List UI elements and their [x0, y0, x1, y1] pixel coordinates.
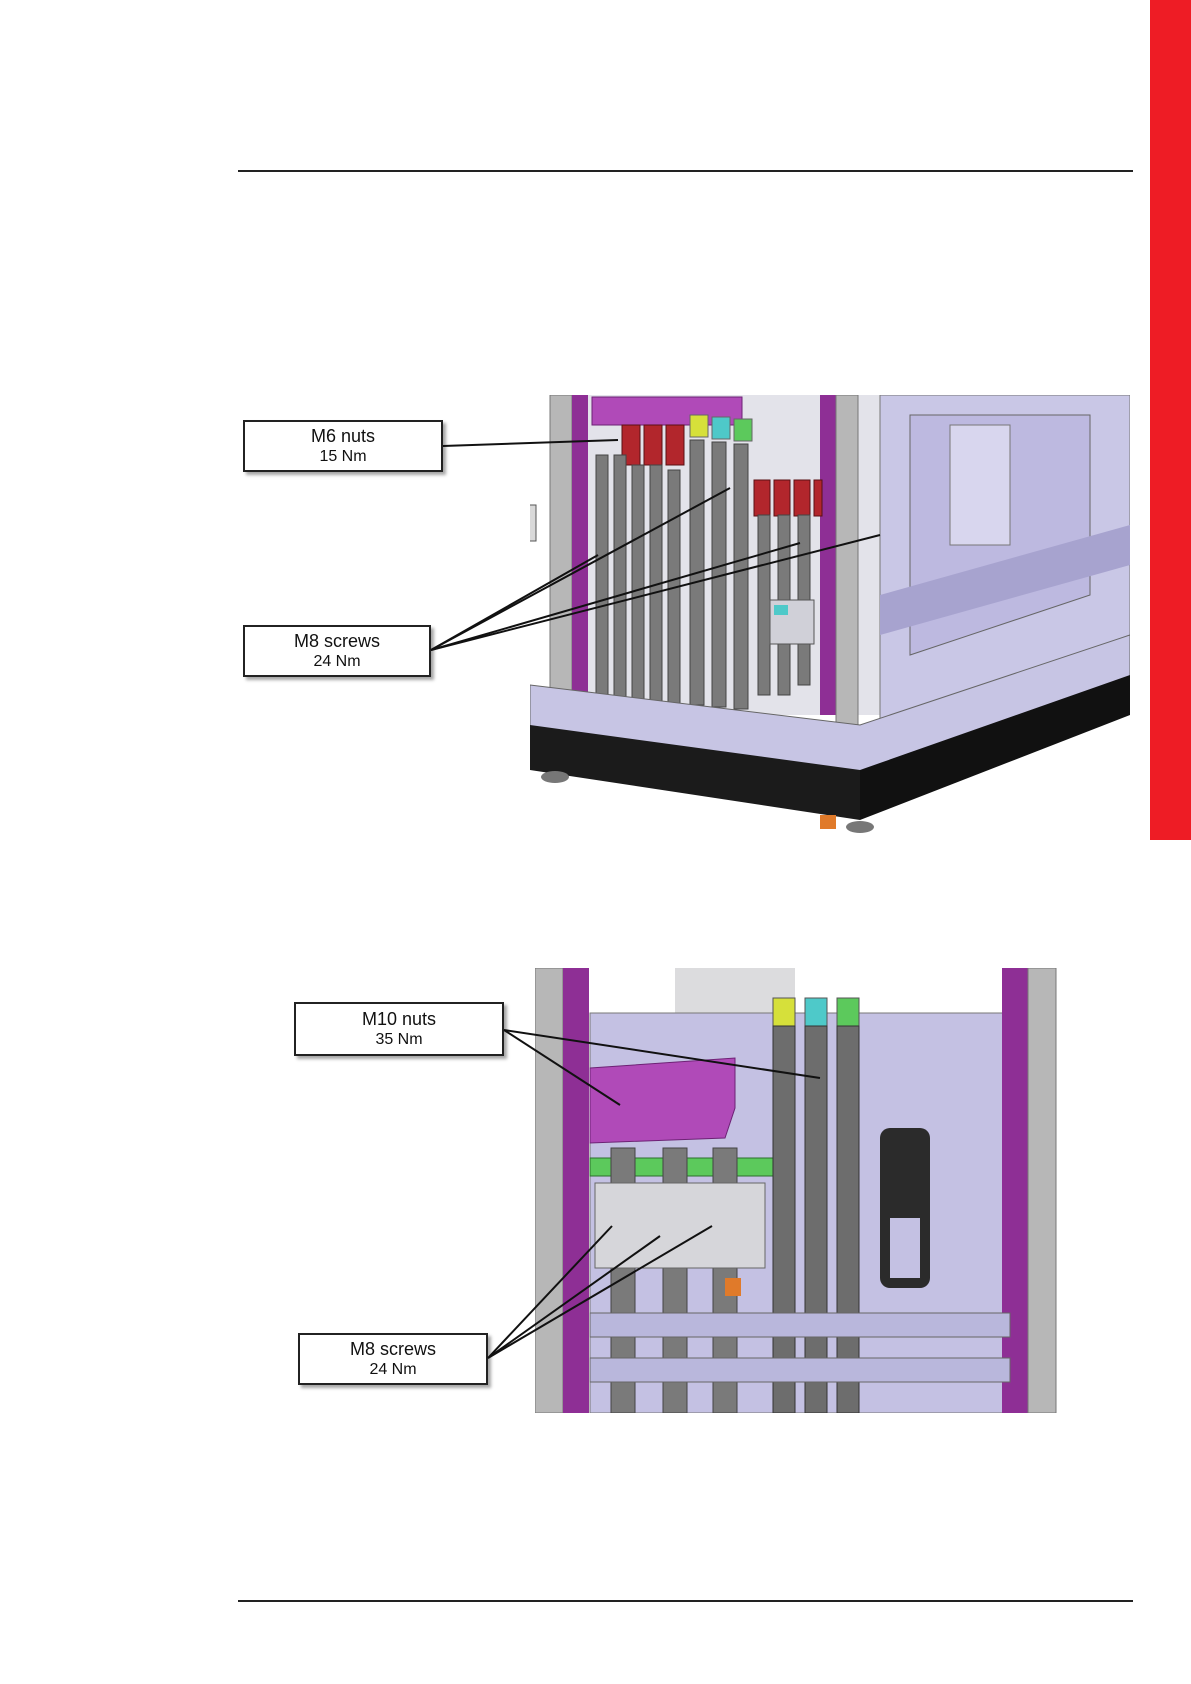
callout-torque: 35 Nm	[296, 1030, 502, 1050]
callout-label: M8 screws	[300, 1339, 486, 1360]
header-rule	[238, 170, 1133, 172]
callout-m6-nuts: M6 nuts 15 Nm	[243, 420, 443, 472]
callout-label: M8 screws	[245, 631, 429, 652]
figure-2-panel-illustration	[535, 968, 1060, 1413]
callout-label: M6 nuts	[245, 426, 441, 447]
callout-m10-nuts: M10 nuts 35 Nm	[294, 1002, 504, 1056]
cabinet-3d-drawing	[530, 395, 1130, 845]
callout-torque: 24 Nm	[245, 652, 429, 672]
callout-torque: 15 Nm	[245, 447, 441, 467]
panel-front-drawing	[535, 968, 1060, 1413]
footer-rule	[238, 1600, 1133, 1602]
chapter-side-tab	[1150, 0, 1191, 840]
callout-m8-screws-top: M8 screws 24 Nm	[243, 625, 431, 677]
callout-m8-screws-bottom: M8 screws 24 Nm	[298, 1333, 488, 1385]
figure-1-cabinet-illustration	[530, 395, 1130, 845]
callout-torque: 24 Nm	[300, 1360, 486, 1380]
callout-label: M10 nuts	[296, 1009, 502, 1030]
